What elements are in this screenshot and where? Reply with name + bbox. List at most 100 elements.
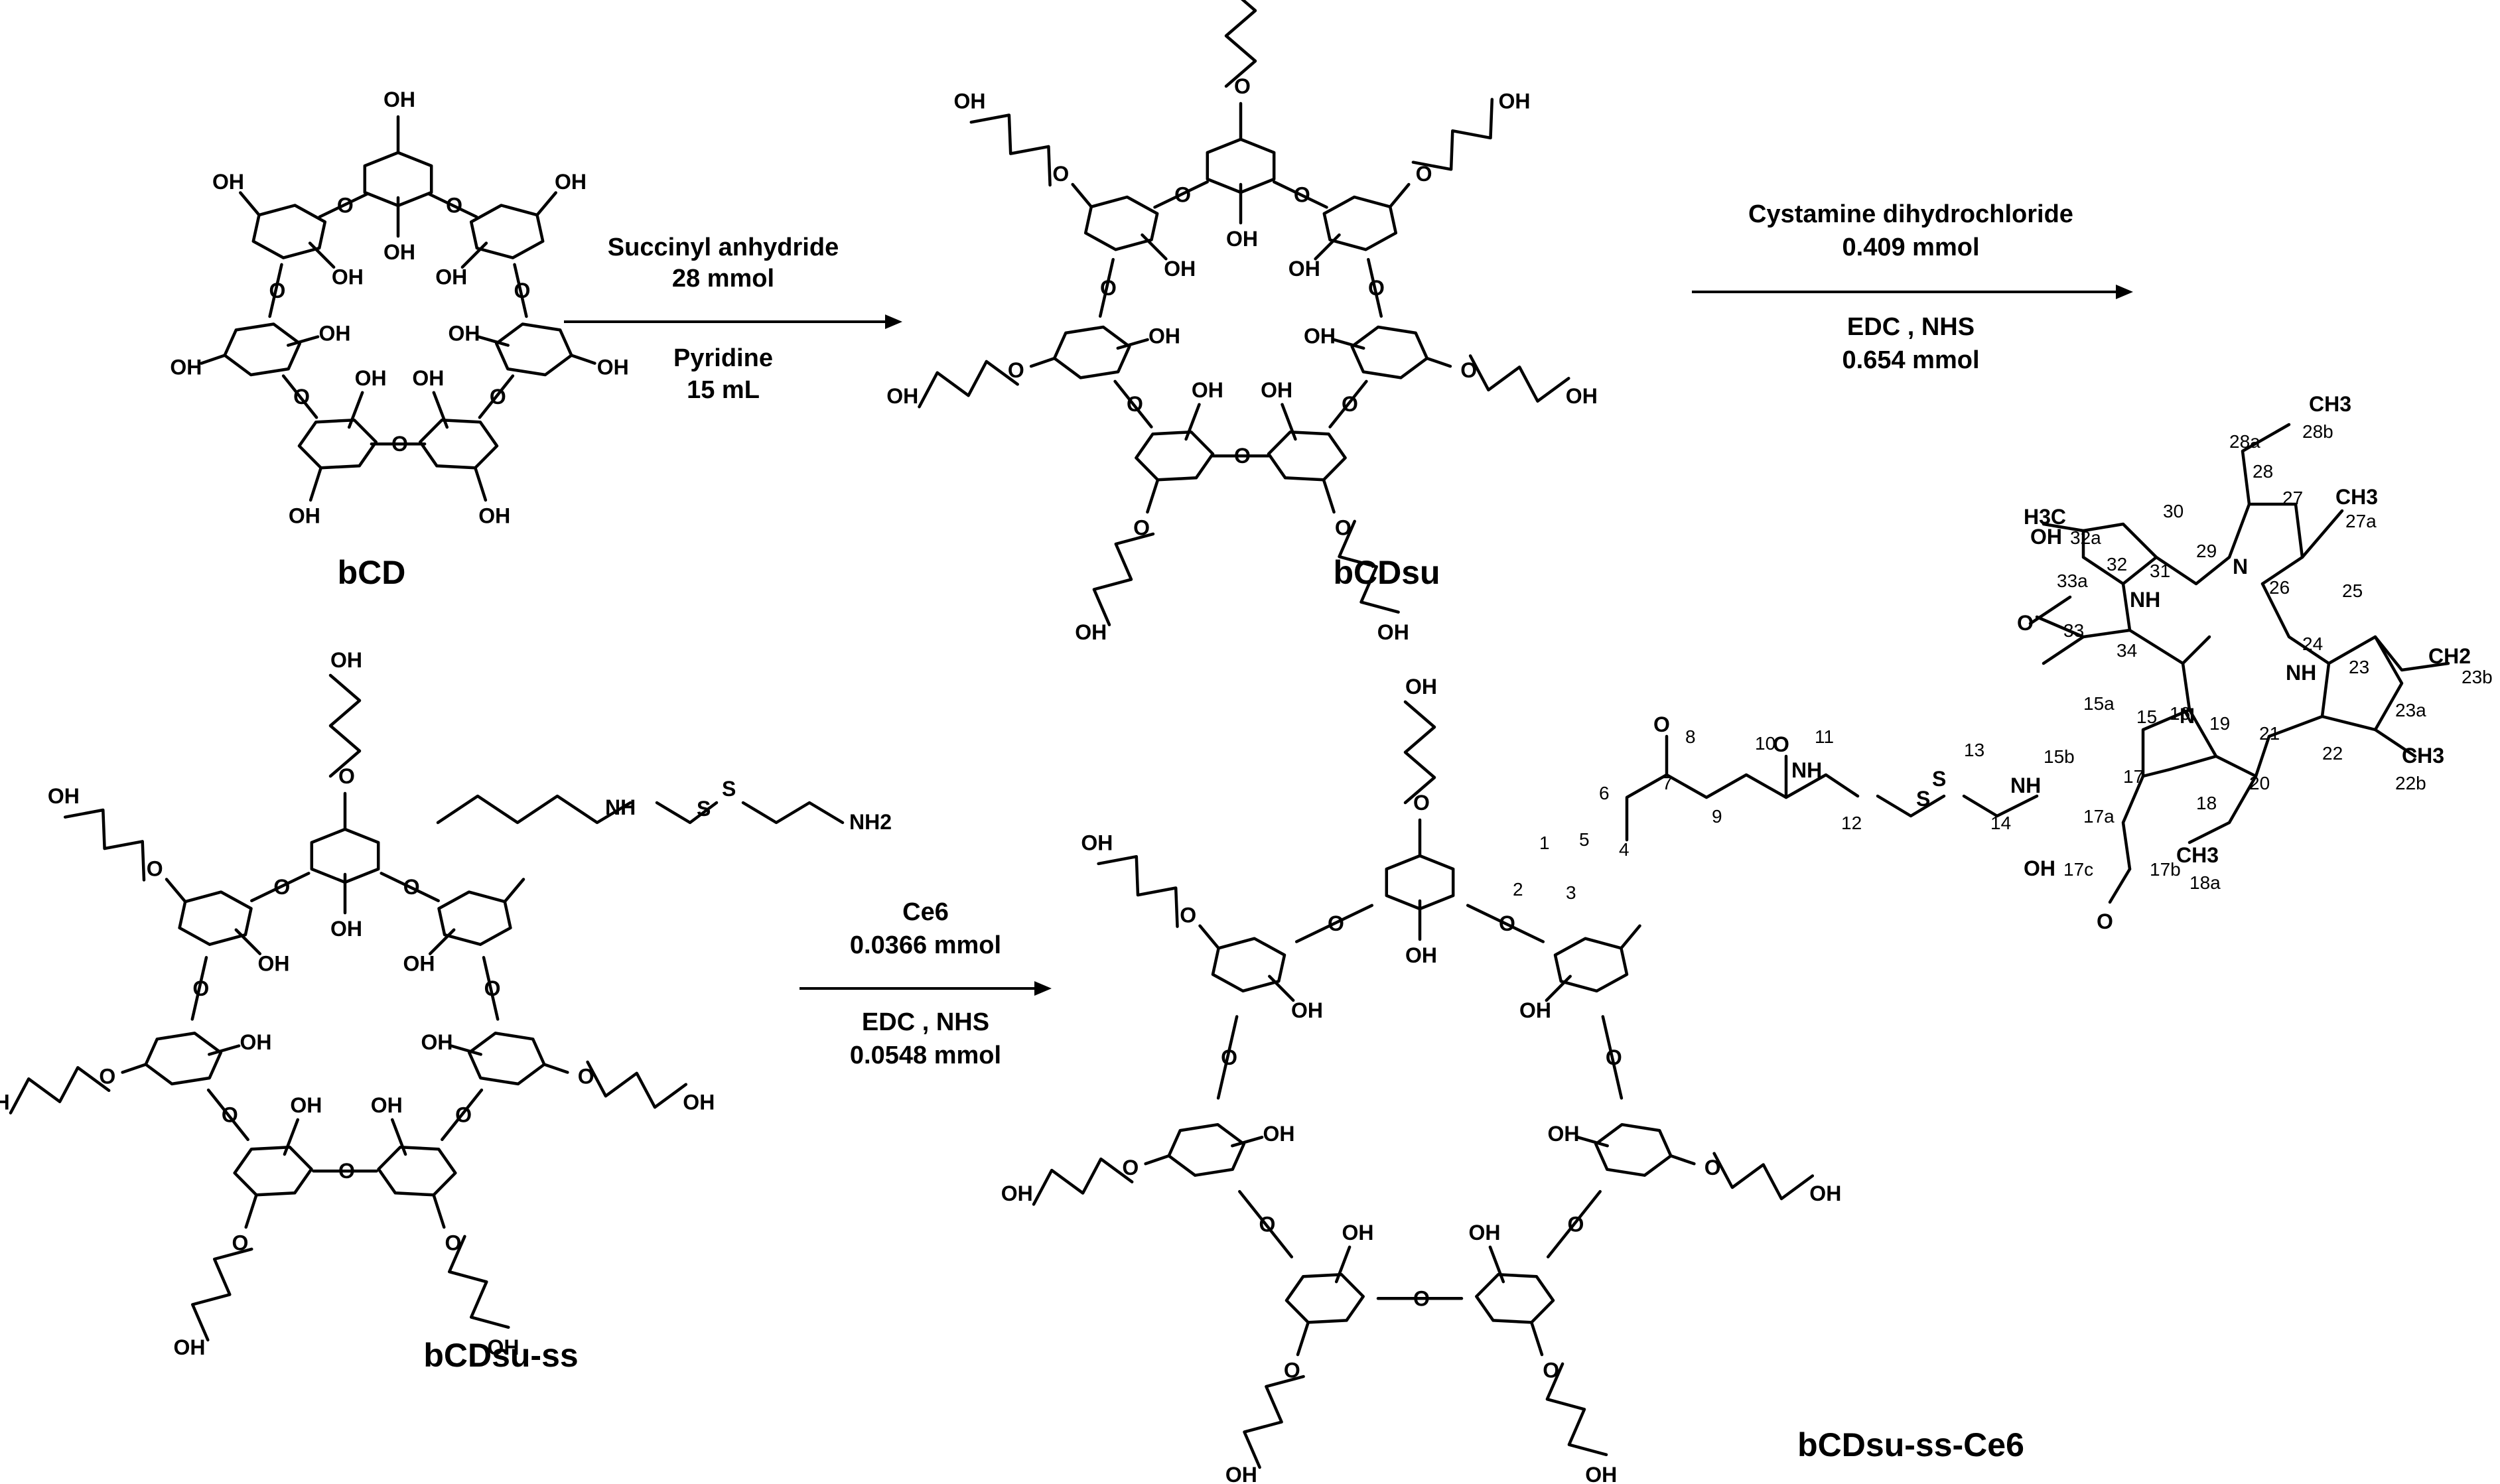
step1-reagent: Succinyl anhydride <box>608 234 839 261</box>
ester-oxygen: O <box>1284 1358 1300 1382</box>
atom-locant: 4 <box>1619 839 1630 860</box>
hydroxyl-group: OH <box>258 952 290 976</box>
atom-locant: 33 <box>2063 620 2084 641</box>
glycosidic-oxygen: O <box>1328 911 1344 935</box>
step3-reagent-amount: 0.0366 mmol <box>850 931 1001 959</box>
glycosidic-oxygen: O <box>1221 1046 1237 1069</box>
linker-nh: NH <box>1791 758 1822 782</box>
glycosidic-oxygen: O <box>514 279 531 303</box>
atom-locant: 26 <box>2269 577 2290 598</box>
hydroxyl-group: OH <box>1469 1221 1501 1245</box>
hydroxyl-group: OH <box>449 321 480 345</box>
step3-coupling-amount: 0.0548 mmol <box>850 1042 1001 1069</box>
step2-coupling: EDC , NHS <box>1847 313 1975 341</box>
glycosidic-oxygen: O <box>1234 444 1251 468</box>
carboxylic-oh: OH <box>683 1090 715 1114</box>
glycosidic-oxygen: O <box>1174 182 1191 206</box>
ester-oxygen: O <box>232 1231 249 1254</box>
atom-locant: 23a <box>2395 700 2426 720</box>
atom-locant: 19 <box>2209 713 2230 734</box>
atom-locant: 17 <box>2123 766 2144 787</box>
ce6-nh-2: NH <box>2286 661 2316 685</box>
hydroxyl-group: OH <box>1519 998 1551 1022</box>
ester-oxygen: O <box>578 1064 594 1088</box>
atom-locant: 23b <box>2462 667 2493 687</box>
bcdsu-structure: OOHOHOOOHOHOOOHOHOOOHOHOOOHOHOOOHOHOOOHO… <box>886 0 1598 644</box>
bcdsu-ss-structure: OOHOHOOOHOOHOHOOOHOHOOOHOHOOOHOHOOOHOHON… <box>0 648 892 1359</box>
hydroxyl-group: OH <box>412 366 444 390</box>
atom-locant: 28a <box>2229 431 2260 452</box>
reaction-arrow-1 <box>564 314 902 329</box>
atom-locant: 34 <box>2117 640 2137 661</box>
ester-oxygen: O <box>338 764 355 788</box>
hydroxyl-group: OH <box>332 265 364 289</box>
step3-coupling: EDC , NHS <box>862 1008 989 1036</box>
carboxylic-oh: OH <box>1405 675 1437 699</box>
ester-oxygen: O <box>147 856 163 880</box>
atom-locant: 3 <box>1566 882 1576 903</box>
glycosidic-oxygen: O <box>1259 1212 1276 1236</box>
hydroxyl-group: OH <box>1164 257 1196 281</box>
ester-oxygen: O <box>445 1231 462 1254</box>
linker-nh-2: NH <box>2010 774 2041 797</box>
hydroxyl-group: OH <box>1548 1122 1580 1146</box>
atom-locant: 15 <box>2136 707 2157 727</box>
atom-locant: 18a <box>2189 872 2221 893</box>
disulfide-s: S <box>722 777 736 801</box>
atom-locant: 10 <box>1755 733 1775 754</box>
bcdsu-ring: OOHOHOOOHOHOOOHOHOOOHOHOOOHOHOOOHOHOOOHO… <box>886 0 1598 644</box>
atom-locant: 24 <box>2302 634 2323 654</box>
carboxylic-oh: OH <box>1075 620 1107 644</box>
glycosidic-oxygen: O <box>1127 392 1143 416</box>
glucose-unit: O OH <box>1519 924 1641 1100</box>
bcdsu-ss-ring: OOHOHOOOHOOHOHOOOHOHOOOHOHOOOHOHOOOHOHON… <box>0 648 892 1359</box>
ce6-n-2: N <box>2180 704 2195 728</box>
glycosidic-oxygen: O <box>1606 1046 1622 1069</box>
compound-label-bcdsu-ss-ce6: bCDsu-ss-Ce6 <box>1797 1426 2024 1463</box>
ce6-ch3-18a: CH3 <box>2176 843 2219 867</box>
hydroxyl-group: OH <box>435 265 467 289</box>
carboxylic-oh: OH <box>886 384 918 408</box>
carboxylic-oh: OH <box>1081 831 1113 854</box>
glycosidic-oxygen: O <box>293 385 310 409</box>
glycosidic-oxygen: O <box>338 1159 355 1183</box>
atom-locant: 29 <box>2196 541 2217 561</box>
glucose-unit: O OH OH <box>435 170 587 318</box>
atom-locant: 28b <box>2302 421 2333 442</box>
atom-locant: 27 <box>2282 488 2303 508</box>
atom-locant: 16 <box>2170 703 2190 724</box>
hydroxyl-group: OH <box>1405 943 1437 967</box>
ester-oxygen: O <box>1416 162 1432 186</box>
compound-label-bcd: bCD <box>338 554 406 591</box>
primary-hydroxyl: OH <box>555 170 587 194</box>
glycosidic-oxygen: O <box>391 432 408 456</box>
hydroxyl-group: OH <box>1261 378 1292 402</box>
step1-reagent-amount: 28 mmol <box>672 265 774 293</box>
compound-label-bcdsu: bCDsu <box>1333 554 1440 591</box>
glycosidic-oxygen: O <box>455 1103 472 1126</box>
step2-reagent-amount: 0.409 mmol <box>1842 234 1980 261</box>
atom-locant: 22b <box>2395 773 2426 793</box>
glycosidic-oxygen: O <box>269 279 286 303</box>
atom-locant: 25 <box>2342 580 2363 601</box>
carboxylic-oh: OH <box>1566 384 1598 408</box>
ce6-nh-1: NH <box>2130 588 2160 612</box>
glycosidic-oxygen: O <box>1368 276 1385 300</box>
ce6-ch2-23b: CH2 <box>2428 644 2471 668</box>
ester-oxygen: O <box>1413 791 1430 815</box>
atom-locant: 17c <box>2063 859 2093 880</box>
